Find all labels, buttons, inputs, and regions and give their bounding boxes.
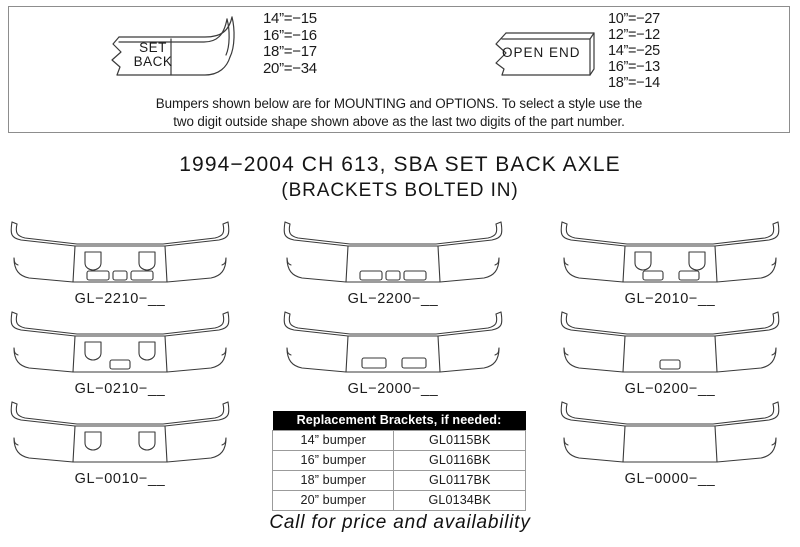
setback-code-item: 16”=−16 xyxy=(263,26,317,44)
bumper-shape-icon xyxy=(283,221,503,283)
bracket-part-cell: GL0117BK xyxy=(393,470,526,491)
bumper-item: GL−0200−__ xyxy=(550,308,790,397)
bracket-size-cell: 18” bumper xyxy=(271,470,395,491)
bracket-part-cell: GL0115BK xyxy=(393,430,526,451)
bumper-shape-icon xyxy=(10,401,230,463)
bumper-shape-icon xyxy=(560,311,780,373)
bumper-cutout xyxy=(359,270,383,281)
bumper-part-label: GL−2000−__ xyxy=(347,381,439,397)
bumper-item: GL−0210−__ xyxy=(0,308,240,397)
bumper-item: GL−2010−__ xyxy=(550,218,790,307)
bumper-shape-icon xyxy=(10,221,230,283)
bumper-item: GL−2210−__ xyxy=(0,218,240,307)
bracket-size-cell: 16” bumper xyxy=(271,450,395,471)
legend-box: SET BACK 14”=−15 16”=−16 18”=−17 20”=−34 xyxy=(8,6,790,133)
page-title: 1994−2004 CH 613, SBA SET BACK AXLE (BRA… xyxy=(0,152,800,203)
bumper-part-label: GL−0200−__ xyxy=(624,381,716,397)
setback-shape-icon xyxy=(111,16,235,76)
replacement-brackets-table: Replacement Brackets, if needed: 14” bum… xyxy=(271,411,526,511)
bumper-cutout xyxy=(130,270,154,281)
openend-code-item: 18”=−14 xyxy=(608,75,660,91)
setback-code-list: 14”=−15 16”=−16 18”=−17 20”=−34 xyxy=(263,10,317,77)
openend-code-item: 16”=−13 xyxy=(608,59,660,75)
setback-legend-unit: SET BACK 14”=−15 16”=−16 18”=−17 20”=−34 xyxy=(109,10,317,91)
bumper-part-label: GL−2010−__ xyxy=(624,291,716,307)
openend-code-list: 10”=−27 12”=−12 14”=−25 16”=−13 18”=−14 xyxy=(608,11,660,91)
legend-note-line1: Bumpers shown below are for MOUNTING and… xyxy=(155,96,643,111)
bumper-part-label: GL−2200−__ xyxy=(347,291,439,307)
bumper-cutout xyxy=(361,357,387,369)
setback-code-item: 14”=−15 xyxy=(263,10,317,27)
bumper-shape-icon xyxy=(560,401,780,463)
setback-shape-label-line1: SET xyxy=(139,40,167,55)
openend-shape-icon xyxy=(495,32,595,76)
bumper-shape-icon xyxy=(560,221,780,283)
bumper-item: GL−2200−__ xyxy=(273,218,513,307)
title-line-2: (BRACKETS BOLTED IN) xyxy=(281,180,519,201)
bumper-part-label: GL−0000−__ xyxy=(624,471,716,487)
bumper-shape-icon xyxy=(283,311,503,373)
bumper-cutout xyxy=(642,270,664,281)
setback-code-item: 20”=−34 xyxy=(263,59,317,77)
table-header-cell: Replacement Brackets, if needed: xyxy=(272,411,526,431)
openend-shape-label: OPEN END xyxy=(502,45,581,60)
bumper-cutout xyxy=(678,270,700,281)
bumper-cutout xyxy=(86,270,110,281)
bumper-cutout xyxy=(659,359,681,370)
title-line-1: 1994−2004 CH 613, SBA SET BACK AXLE xyxy=(179,153,621,176)
bumper-part-label: GL−0010−__ xyxy=(74,471,166,487)
bracket-part-cell: GL0116BK xyxy=(393,450,526,471)
bracket-size-cell: 20” bumper xyxy=(271,490,395,511)
bumper-cutout xyxy=(403,270,427,281)
legend-instruction-text: Bumpers shown below are for MOUNTING and… xyxy=(9,95,789,130)
call-for-price-text: Call for price and availability xyxy=(269,512,531,533)
openend-code-item: 10”=−27 xyxy=(608,11,660,27)
openend-code-item: 14”=−25 xyxy=(608,43,660,59)
bumper-part-label: GL−2210−__ xyxy=(74,291,166,307)
setback-shape-label-line2: BACK xyxy=(133,54,173,69)
bumper-shape-icon xyxy=(10,311,230,373)
bumper-item: GL−2000−__ xyxy=(273,308,513,397)
bumper-item: GL−0000−__ xyxy=(550,398,790,487)
bumper-cutout xyxy=(401,357,427,369)
setback-code-item: 18”=−17 xyxy=(263,43,317,60)
bracket-size-cell: 14” bumper xyxy=(271,430,395,451)
legend-note-line2: two digit outside shape shown above as t… xyxy=(173,113,625,129)
openend-legend-unit: OPEN END 10”=−27 12”=−12 14”=−25 16”=−13… xyxy=(494,11,660,95)
bumper-part-label: GL−0210−__ xyxy=(74,381,166,397)
bumper-item: GL−0010−__ xyxy=(0,398,240,487)
openend-code-item: 12”=−12 xyxy=(608,27,660,43)
table-header-row: Replacement Brackets, if needed: xyxy=(272,411,526,431)
legend-shapes-row: SET BACK 14”=−15 16”=−16 18”=−17 20”=−34 xyxy=(9,7,789,95)
bumper-cutout xyxy=(109,359,131,370)
bumper-cutout xyxy=(112,270,128,281)
bumper-cutout xyxy=(385,270,401,281)
bracket-part-cell: GL0134BK xyxy=(393,490,526,511)
